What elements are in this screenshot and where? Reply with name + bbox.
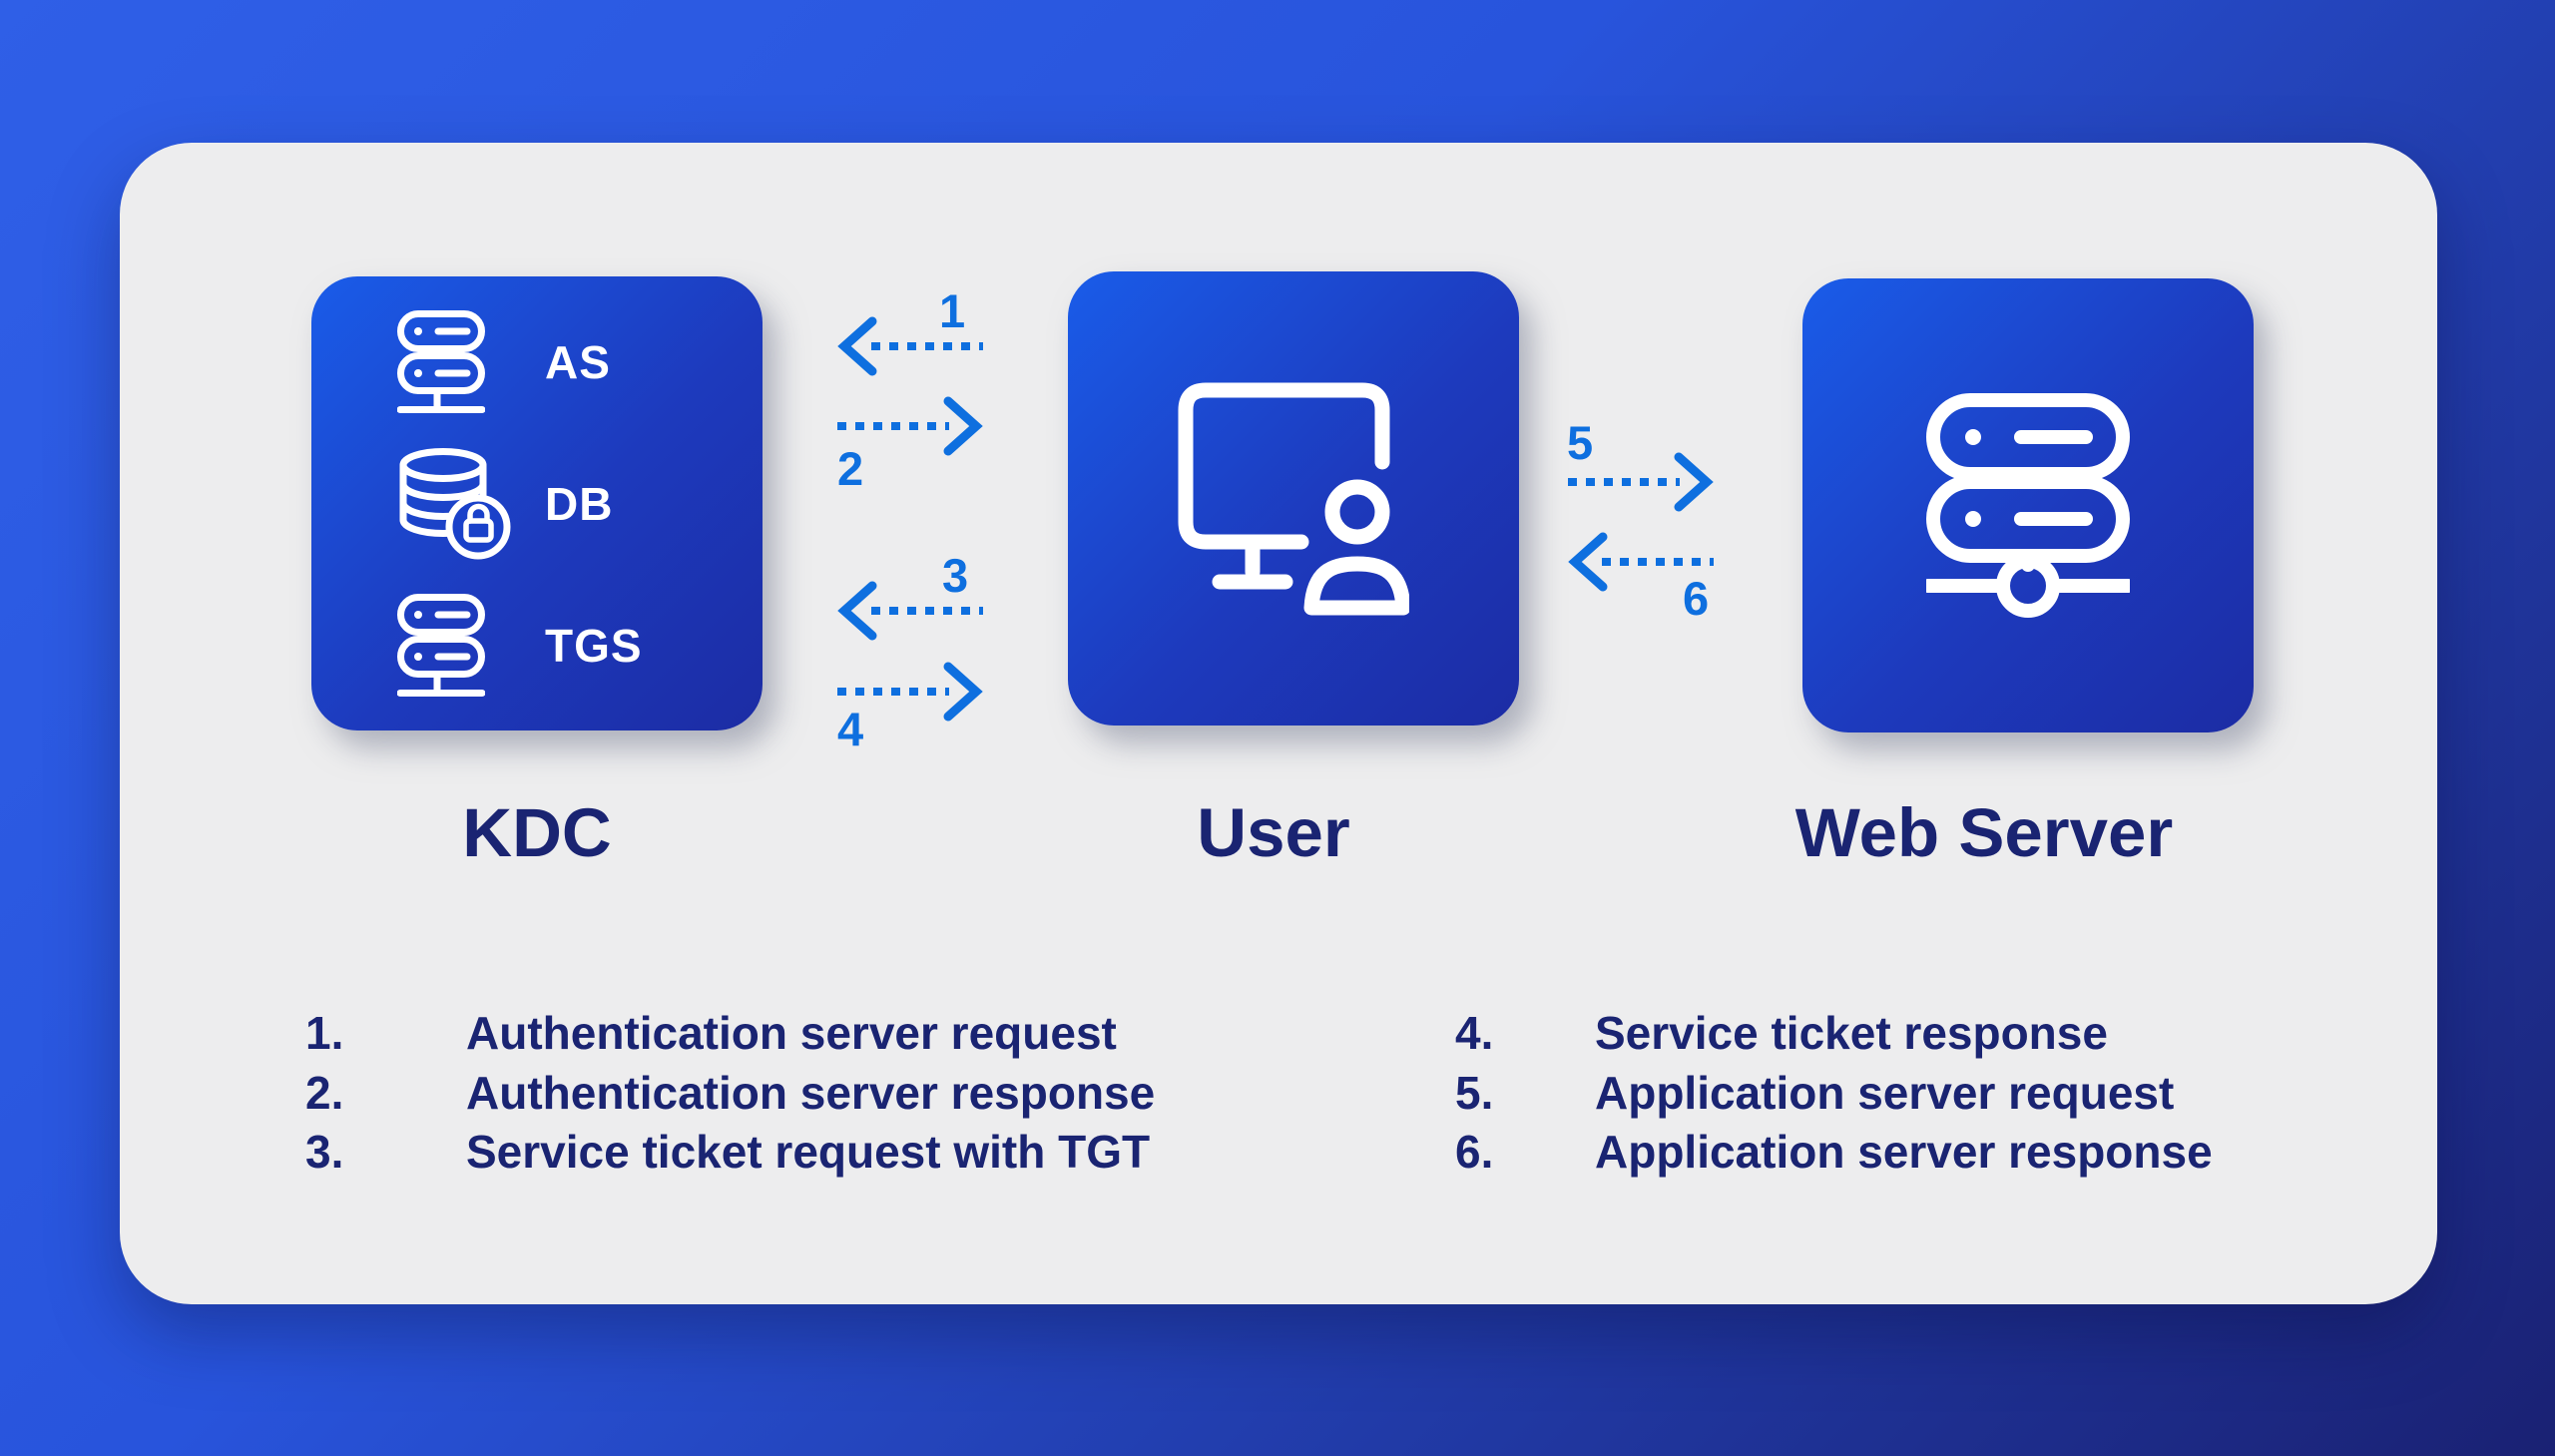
kdc-box: AS: [311, 276, 763, 730]
arrow-5-right-icon: [1568, 452, 1714, 512]
arrow-3-left-icon: [837, 581, 983, 641]
legend-item-3: 3. Service ticket request with TGT: [305, 1123, 1155, 1183]
kdc-row-tgs: TGS: [397, 593, 763, 698]
arrow-2-right-icon: [837, 396, 983, 456]
legend-text: Authentication server response: [466, 1066, 1156, 1119]
legend-left-column: 1. Authentication server request 2. Auth…: [305, 1004, 1155, 1183]
kdc-item-label-db: DB: [545, 477, 614, 530]
arrow-3-number: 3: [942, 549, 969, 602]
arrow-2-number: 2: [837, 442, 864, 495]
arrow-1-left-icon: [837, 316, 983, 376]
kdc-row-db: DB: [397, 447, 763, 560]
arrow-6-left-icon: [1568, 532, 1714, 592]
legend-number: 4.: [1455, 1007, 1494, 1059]
legend-right-column: 4. Service ticket response 5. Applicatio…: [1455, 1004, 2213, 1183]
legend-item-2: 2. Authentication server response: [305, 1064, 1155, 1124]
user-box: [1068, 271, 1519, 726]
legend-number: 3.: [305, 1126, 344, 1178]
kdc-item-label-as: AS: [545, 335, 611, 388]
kdc-row-as: AS: [397, 309, 763, 414]
legend-text: Application server response: [1595, 1126, 2213, 1178]
arrow-1-number: 1: [939, 284, 966, 337]
legend-number: 1.: [305, 1007, 344, 1059]
database-lock-icon: [397, 447, 515, 560]
legend-item-5: 5. Application server request: [1455, 1064, 2213, 1124]
web-server-box: [1802, 278, 2254, 732]
legend-text: Authentication server request: [466, 1007, 1117, 1059]
network-server-icon: [1926, 392, 2130, 619]
web-server-title: Web Server: [1794, 794, 2174, 871]
kdc-item-label-tgs: TGS: [545, 619, 643, 672]
kdc-title: KDC: [462, 794, 612, 871]
legend-number: 6.: [1455, 1126, 1494, 1178]
arrow-4-right-icon: [837, 662, 983, 722]
legend-item-6: 6. Application server response: [1455, 1123, 2213, 1183]
legend-text: Service ticket response: [1595, 1007, 2108, 1059]
authentication-server-icon: [397, 309, 515, 414]
legend-number: 5.: [1455, 1066, 1494, 1119]
user-title: User: [1197, 794, 1350, 871]
legend-item-4: 4. Service ticket response: [1455, 1004, 2213, 1064]
legend-text: Service ticket request with TGT: [466, 1126, 1151, 1178]
arrow-4-number: 4: [837, 703, 864, 755]
monitor-user-icon: [1178, 382, 1409, 616]
legend-text: Application server request: [1595, 1066, 2175, 1119]
legend-item-1: 1. Authentication server request: [305, 1004, 1155, 1064]
arrow-6-number: 6: [1683, 572, 1710, 625]
arrow-5-number: 5: [1567, 416, 1594, 469]
ticket-granting-server-icon: [397, 593, 515, 698]
legend-number: 2.: [305, 1066, 344, 1119]
